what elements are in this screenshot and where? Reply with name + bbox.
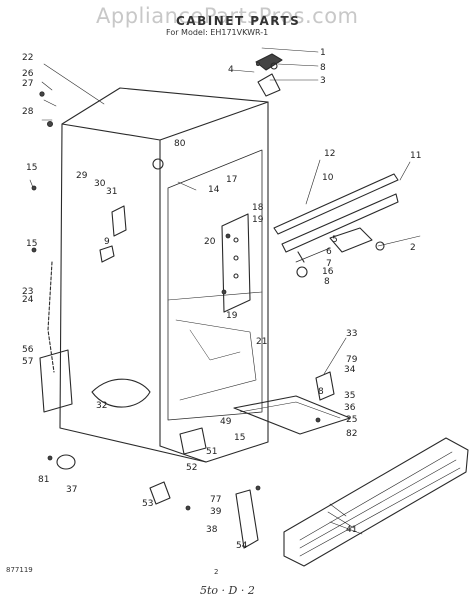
part-callout-15: 15 <box>26 163 37 173</box>
part-callout-6: 6 <box>326 247 332 257</box>
part-callout-2: 2 <box>410 243 416 253</box>
part-callout-19: 19 <box>252 215 264 225</box>
diagram-title: CABINET PARTS <box>176 14 301 28</box>
diagram-code: 877119 <box>6 566 33 574</box>
part-callout-8: 8 <box>324 277 330 287</box>
part-callout-49: 49 <box>220 417 232 427</box>
part-callout-77: 77 <box>210 495 221 505</box>
part-callout-10: 10 <box>322 173 334 183</box>
leveling-foot <box>56 454 76 470</box>
part-callout-15: 15 <box>26 239 37 249</box>
part-callout-34: 34 <box>344 365 356 375</box>
left-wiring-panel <box>39 349 73 413</box>
part-callout-24: 24 <box>22 295 34 305</box>
part-callout-3: 3 <box>320 76 326 86</box>
part-callout-54: 54 <box>236 541 248 551</box>
part-callout-28: 28 <box>22 107 34 117</box>
part-callout-30: 30 <box>94 179 106 189</box>
model-number: For Model: EH171VKWR-1 <box>166 28 269 37</box>
part-callout-29: 29 <box>76 171 88 181</box>
part-callout-9: 9 <box>104 237 110 247</box>
part-callout-38: 38 <box>206 525 218 535</box>
part-callout-57: 57 <box>22 357 33 367</box>
part-callout-15: 15 <box>234 433 245 443</box>
part-callout-5: 5 <box>332 235 338 245</box>
inner-liner <box>167 149 263 421</box>
page-number: 2 <box>214 568 219 576</box>
part-callout-39: 39 <box>210 507 222 517</box>
part-callout-41: 41 <box>346 525 357 535</box>
part-callout-25: 25 <box>346 415 357 425</box>
part-callout-12: 12 <box>324 149 335 159</box>
part-callout-19: 19 <box>226 311 238 321</box>
drain-tray <box>233 395 351 435</box>
bottom-bracket <box>179 427 207 455</box>
part-callout-31: 31 <box>106 187 117 197</box>
part-callout-33: 33 <box>346 329 357 339</box>
handwritten-note: 5to · D · 2 <box>200 584 255 597</box>
part-callout-32: 32 <box>96 401 107 411</box>
part-callout-1: 1 <box>320 48 326 58</box>
wire-harness <box>91 378 151 408</box>
plug-80 <box>152 158 164 170</box>
part-callout-80: 80 <box>174 139 186 149</box>
part-callout-52: 52 <box>186 463 197 473</box>
part-callout-35: 35 <box>344 391 355 401</box>
part-callout-36: 36 <box>344 403 356 413</box>
part-callout-18: 18 <box>252 203 264 213</box>
part-callout-56: 56 <box>22 345 34 355</box>
part-callout-37: 37 <box>66 485 77 495</box>
cabinet-shell <box>59 87 269 463</box>
part-callout-51: 51 <box>206 447 217 457</box>
part-callout-27: 27 <box>22 79 33 89</box>
part-callout-7: 7 <box>326 259 332 269</box>
center-strut <box>221 213 251 313</box>
part-callout-26: 26 <box>22 69 34 79</box>
part-callout-79: 79 <box>346 355 358 365</box>
part-callout-8: 8 <box>318 387 324 397</box>
part-callout-16: 16 <box>322 267 334 277</box>
part-callout-4: 4 <box>228 65 234 75</box>
watermark: AppliancePartsPros.com <box>96 4 359 28</box>
side-rail <box>273 173 399 235</box>
part-callout-53: 53 <box>142 499 153 509</box>
part-callout-20: 20 <box>204 237 216 247</box>
part-callout-11: 11 <box>410 151 421 161</box>
part-callout-21: 21 <box>256 337 267 347</box>
part-callout-82: 82 <box>346 429 357 439</box>
part-callout-8: 8 <box>320 63 326 73</box>
part-callout-17: 17 <box>226 175 237 185</box>
part-callout-23: 23 <box>22 287 33 297</box>
top-hinge <box>255 53 283 71</box>
part-callout-22: 22 <box>22 53 33 63</box>
part-callout-14: 14 <box>208 185 220 195</box>
kickplate <box>283 437 469 567</box>
part-callout-81: 81 <box>38 475 49 485</box>
